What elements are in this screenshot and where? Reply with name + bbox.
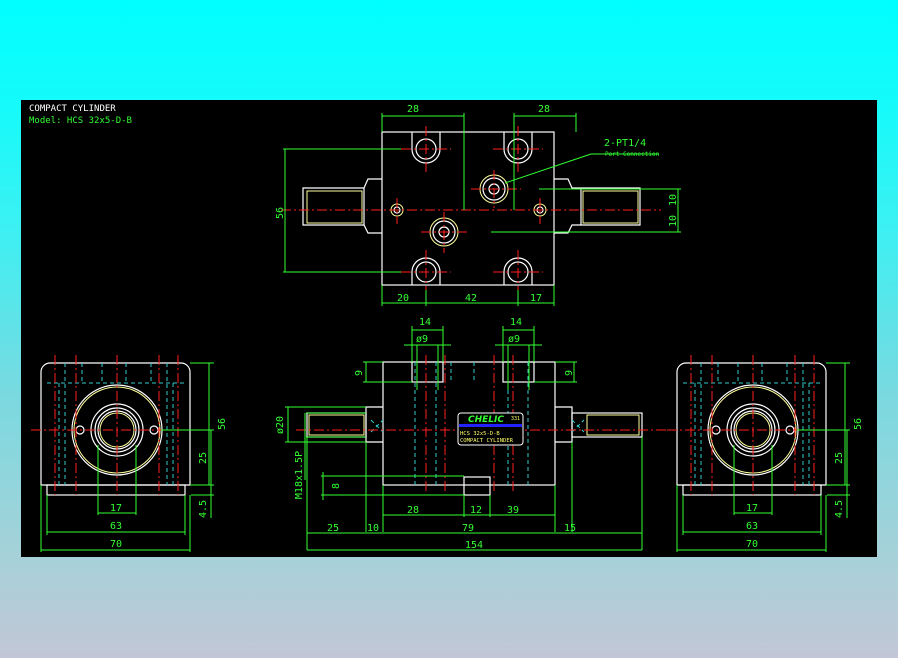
dim-right-height: 56 <box>853 418 864 430</box>
dim-rod-dia: ø20 <box>275 416 286 434</box>
dim-right-base: 4.5 <box>834 500 845 518</box>
dim-seg-28: 28 <box>407 505 419 516</box>
dim-left-center: 25 <box>198 452 209 464</box>
dim-seg-39: 39 <box>507 505 519 516</box>
drawing-svg: .w{stroke:#fff;fill:none;stroke-width:1.… <box>31 104 864 552</box>
port-callout-sub: Port Connection <box>605 151 660 158</box>
dim-left-height: 56 <box>217 418 228 430</box>
dim-right-inner: 63 <box>746 521 758 532</box>
port-callout-label: 2-PT1/4 <box>604 138 646 149</box>
dim-seg-15: 15 <box>564 523 576 534</box>
dim-bottom-left: 20 <box>397 293 409 304</box>
dim-left-base: 4.5 <box>198 500 209 518</box>
side-view-left: 56 25 4.5 17 63 70 <box>31 355 228 552</box>
dim-right-center: 25 <box>834 452 845 464</box>
dim-left-outer: 70 <box>110 539 122 550</box>
dim-right-upper: 10 <box>668 194 679 206</box>
front-view: CHELIC 331 HCS 32x5-D-B COMPACT CYLINDER… <box>275 317 671 551</box>
dim-thread: M18x1.5P <box>294 451 305 499</box>
dim-total: 154 <box>465 540 483 551</box>
dim-seg-79: 79 <box>462 523 474 534</box>
drawing-title: COMPACT CYLINDER <box>29 104 116 114</box>
dim-bottom-right: 17 <box>530 293 542 304</box>
dim-tab-height: 8 <box>331 483 342 489</box>
dim-right-bore: 17 <box>746 503 758 514</box>
dim-top-right: 28 <box>538 104 550 115</box>
dim-slot-left-width: 14 <box>419 317 431 328</box>
drawing-model: Model: HCS 32x5-D-B <box>29 116 132 126</box>
dim-left-inner: 63 <box>110 521 122 532</box>
dim-slot-left-dia: ø9 <box>416 334 428 345</box>
nameplate-code: 331 <box>511 416 520 422</box>
dim-bottom-mid: 42 <box>465 293 477 304</box>
nameplate-brand: CHELIC <box>468 415 504 425</box>
dim-top-height: 56 <box>275 207 286 219</box>
dim-slot-left-depth: 9 <box>354 370 365 376</box>
dim-seg-25: 25 <box>327 523 339 534</box>
dim-seg-12: 12 <box>470 505 482 516</box>
dim-right-outer: 70 <box>746 539 758 550</box>
top-view: 28 28 56 20 42 17 10 10 2-PT1/4 Port Con… <box>275 104 681 306</box>
dim-left-bore: 17 <box>110 503 122 514</box>
dim-top-left: 28 <box>407 104 419 115</box>
nameplate <box>457 412 524 446</box>
side-view-right: 56 25 4.5 17 63 70 <box>667 355 864 552</box>
dim-slot-right-width: 14 <box>510 317 522 328</box>
dim-slot-right-dia: ø9 <box>508 334 520 345</box>
dim-right-lower: 10 <box>668 215 679 227</box>
dim-seg-10: 10 <box>367 523 379 534</box>
nameplate-line2: COMPACT CYLINDER <box>460 438 514 444</box>
cad-drawing-canvas: .w{stroke:#fff;fill:none;stroke-width:1.… <box>21 100 877 557</box>
dim-slot-right-depth: 9 <box>564 370 575 376</box>
nameplate-line1: HCS 32x5-D-B <box>460 431 500 437</box>
